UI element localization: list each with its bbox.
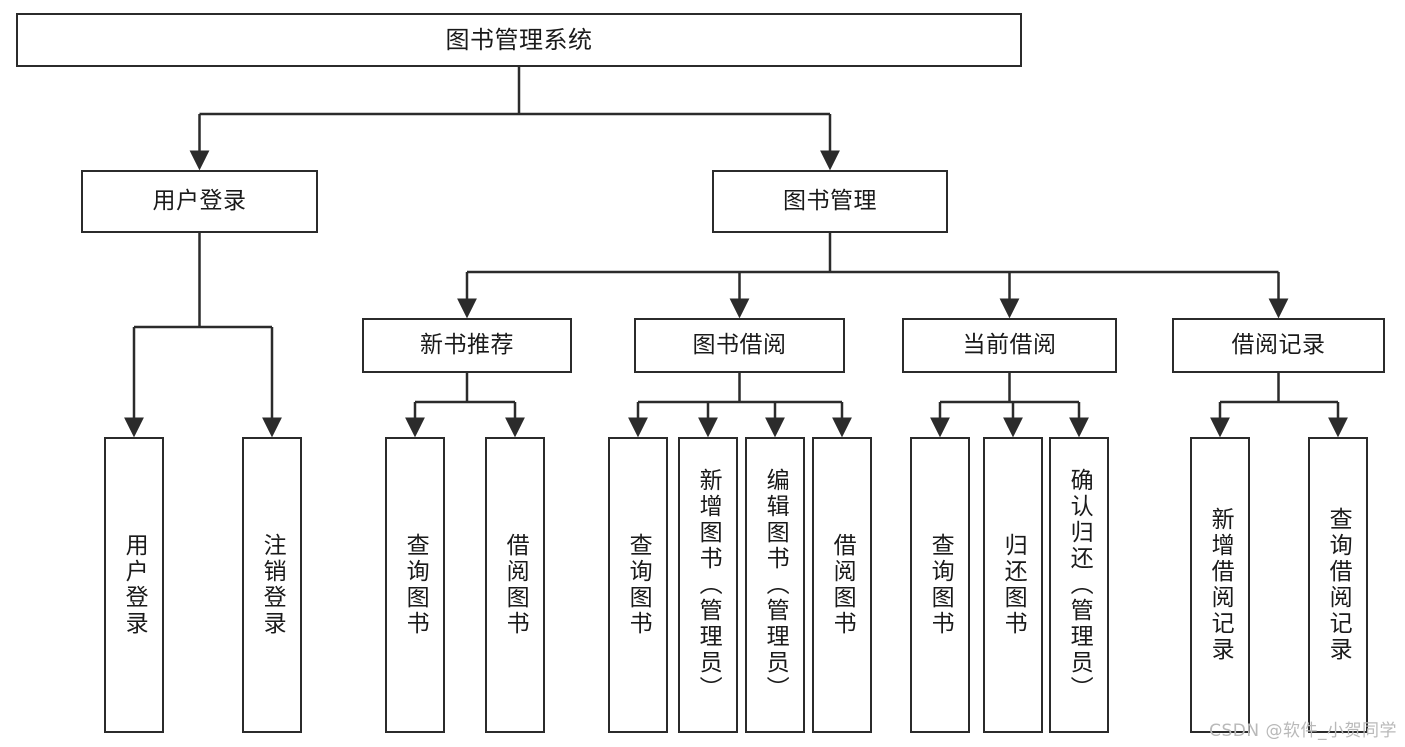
node-leaf-cb-return[interactable]: 归还图书 <box>983 437 1043 733</box>
node-leaf-cb-query[interactable]: 查询图书 <box>910 437 970 733</box>
node-leaf-br-add[interactable]: 新增借阅记录 <box>1190 437 1250 733</box>
node-label: 图书借阅 <box>692 331 787 358</box>
node-new-book-rec[interactable]: 新书推荐 <box>362 318 572 373</box>
node-label: 新增借阅记录 <box>1207 507 1234 663</box>
node-leaf-nb-query[interactable]: 查询图书 <box>385 437 445 733</box>
node-label: 查询借阅记录 <box>1325 507 1352 663</box>
node-book-manage[interactable]: 图书管理 <box>712 170 948 233</box>
node-label: 注销登录 <box>259 533 286 637</box>
csdn-watermark: CSDN @软件_小贺同学 <box>1209 721 1397 741</box>
node-leaf-br-query[interactable]: 查询借阅记录 <box>1308 437 1368 733</box>
node-label: 用户登录 <box>121 533 148 637</box>
node-label: 当前借阅 <box>962 331 1057 358</box>
node-label: 图书管理 <box>783 187 877 214</box>
node-label: 归还图书 <box>1000 533 1027 637</box>
node-label: 用户登录 <box>152 187 247 214</box>
node-label: 借阅图书 <box>829 533 856 637</box>
node-current-borrow[interactable]: 当前借阅 <box>902 318 1117 373</box>
node-leaf-bb-edit[interactable]: 编辑图书（管理员） <box>745 437 805 733</box>
node-label: 借阅记录 <box>1231 331 1326 358</box>
node-leaf-cb-confirm[interactable]: 确认归还（管理员） <box>1049 437 1109 733</box>
node-label: 查询图书 <box>625 533 652 637</box>
node-leaf-bb-add[interactable]: 新增图书（管理员） <box>678 437 738 733</box>
node-label: 查询图书 <box>402 533 429 637</box>
node-leaf-nb-borrow[interactable]: 借阅图书 <box>485 437 545 733</box>
node-label: 确认归还（管理员） <box>1066 468 1093 702</box>
node-label: 借阅图书 <box>502 533 529 637</box>
node-label: 新书推荐 <box>420 331 514 358</box>
node-borrow-record[interactable]: 借阅记录 <box>1172 318 1385 373</box>
node-label: 图书管理系统 <box>445 25 593 54</box>
node-label: 查询图书 <box>927 533 954 637</box>
node-leaf-user-logout[interactable]: 注销登录 <box>242 437 302 733</box>
node-root[interactable]: 图书管理系统 <box>16 13 1022 67</box>
node-leaf-bb-query[interactable]: 查询图书 <box>608 437 668 733</box>
node-label: 编辑图书（管理员） <box>762 468 789 702</box>
node-book-borrow[interactable]: 图书借阅 <box>634 318 845 373</box>
node-leaf-bb-borrow[interactable]: 借阅图书 <box>812 437 872 733</box>
node-user-login[interactable]: 用户登录 <box>81 170 318 233</box>
node-leaf-user-login[interactable]: 用户登录 <box>104 437 164 733</box>
node-label: 新增图书（管理员） <box>695 468 722 702</box>
